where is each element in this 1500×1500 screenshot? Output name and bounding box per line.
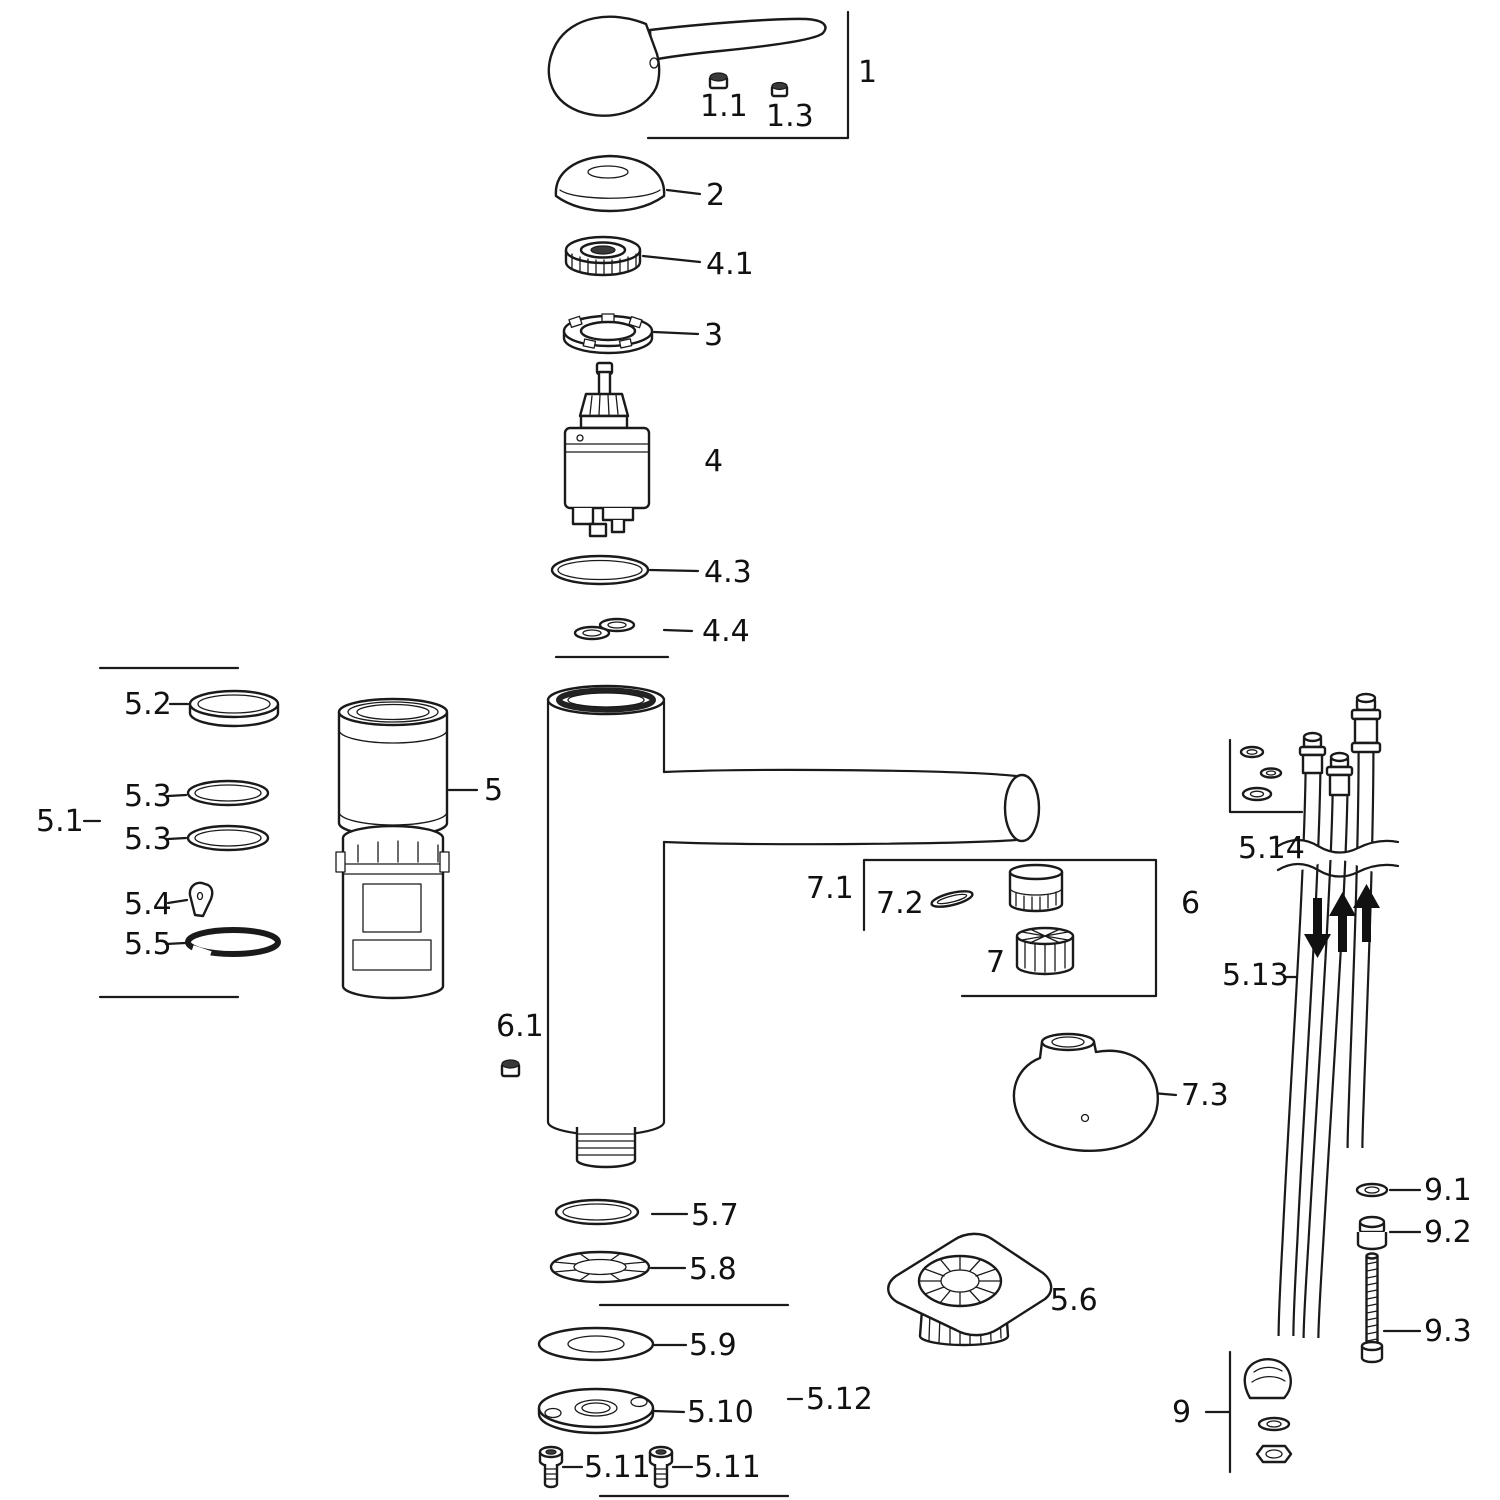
label-part-5-14: 5.14 — [1238, 831, 1305, 866]
part-4-4-washers — [573, 617, 636, 641]
label-part-4-3: 4.3 — [704, 555, 752, 590]
leader-lines — [82, 188, 1422, 1469]
part-4-cartridge — [563, 361, 651, 538]
part-5-14-washers — [1239, 745, 1283, 802]
arrow-up-icon — [1329, 892, 1356, 952]
part-1-1-grub-screw — [708, 72, 729, 90]
part-5-11-screw-left — [538, 1445, 564, 1489]
part-labels: 1 1.1 1.3 2 4.1 3 4 4.3 4.4 5.2 5.3 5.3 … — [36, 55, 1472, 1485]
part-5-6-mounting-base — [887, 1232, 1053, 1347]
supply-hose-middle — [1302, 795, 1349, 1339]
arrow-down-icon — [1304, 898, 1331, 958]
label-part-9: 9 — [1172, 1395, 1191, 1430]
label-part-7: 7 — [986, 945, 1005, 980]
part-5-3-o-ring-upper — [186, 779, 270, 807]
part-9-2-bushing — [1356, 1215, 1388, 1251]
part-1-3-grub-screw — [770, 81, 789, 98]
part-2-dome-cap — [554, 154, 666, 213]
part-4-1-bushing — [564, 235, 642, 277]
hose-connector-left — [1298, 731, 1327, 775]
label-part-5-11-right: 5.11 — [694, 1450, 761, 1485]
label-part-7-2: 7.2 — [876, 886, 924, 921]
label-part-5-8: 5.8 — [689, 1252, 737, 1287]
label-part-9-3: 9.3 — [1424, 1314, 1472, 1349]
label-part-5-4: 5.4 — [124, 887, 172, 922]
hose-break-marks — [1276, 838, 1400, 878]
label-part-1-3: 1.3 — [766, 99, 814, 134]
supply-hose-right — [1346, 750, 1375, 1149]
part-3-lock-ring — [562, 313, 654, 355]
label-part-9-2: 9.2 — [1424, 1215, 1472, 1250]
label-part-5-12: 5.12 — [806, 1382, 873, 1417]
part-5-11-screw-right — [648, 1445, 674, 1489]
part-5-sleeve-assembly — [335, 697, 450, 1000]
part-5-2-ring — [188, 689, 280, 728]
part-4-3-o-ring — [550, 554, 650, 586]
part-6-1-set-screw — [500, 1059, 521, 1078]
label-part-4: 4 — [704, 444, 723, 479]
label-part-5-3-lower: 5.3 — [124, 822, 172, 857]
label-part-5-6: 5.6 — [1050, 1283, 1098, 1318]
label-part-5: 5 — [484, 773, 503, 808]
part-7-2-o-ring — [930, 890, 974, 908]
label-part-5-11-left: 5.11 — [584, 1450, 651, 1485]
label-part-4-4: 4.4 — [702, 614, 750, 649]
arrow-up-icon-2 — [1353, 884, 1380, 942]
part-7-aerator-insert — [1015, 926, 1075, 976]
label-part-5-3-upper: 5.3 — [124, 779, 172, 814]
part-9-3-threaded-stud — [1360, 1252, 1384, 1364]
label-part-5-2: 5.2 — [124, 687, 172, 722]
label-part-1: 1 — [858, 55, 877, 90]
part-5-4-valve-chip — [188, 881, 214, 918]
label-part-5-9: 5.9 — [689, 1328, 737, 1363]
part-5-3-o-ring-lower — [186, 824, 270, 852]
part-6-faucet-body — [546, 684, 1041, 1169]
hose-connector-middle — [1325, 751, 1354, 797]
label-part-4-1: 4.1 — [706, 247, 754, 282]
part-7-3-spout-cap — [1012, 1032, 1159, 1153]
part-5-10-flange — [537, 1387, 655, 1435]
part-9-1-washer — [1355, 1182, 1389, 1198]
hose-connector-right — [1350, 692, 1382, 754]
part-1-handle-lever — [547, 15, 827, 117]
label-part-7-3: 7.3 — [1181, 1078, 1229, 1113]
label-part-5-7: 5.7 — [691, 1198, 739, 1233]
flow-direction-arrows — [1304, 884, 1380, 958]
label-part-6-1: 6.1 — [496, 1009, 544, 1044]
part-7-1-aerator-housing — [1008, 863, 1064, 913]
label-part-5-13: 5.13 — [1222, 958, 1289, 993]
label-part-3: 3 — [704, 318, 723, 353]
part-5-7-o-ring — [554, 1198, 640, 1226]
label-part-6: 6 — [1181, 886, 1200, 921]
label-part-9-1: 9.1 — [1424, 1173, 1472, 1208]
supply-hose-left — [1277, 771, 1322, 1337]
label-part-2: 2 — [706, 178, 725, 213]
label-part-5-1: 5.1 — [36, 804, 84, 839]
part-9-dome-nut — [1243, 1358, 1292, 1400]
label-part-5-10: 5.10 — [687, 1395, 754, 1430]
label-part-1-1: 1.1 — [700, 89, 748, 124]
label-part-5-5: 5.5 — [124, 927, 172, 962]
part-9-washer — [1257, 1416, 1291, 1432]
label-part-7-1: 7.1 — [806, 871, 854, 906]
part-5-5-slip-ring — [185, 927, 281, 961]
part-5-9-washer — [537, 1326, 655, 1362]
part-9-nut — [1255, 1444, 1293, 1464]
part-5-8-washer — [549, 1250, 651, 1284]
